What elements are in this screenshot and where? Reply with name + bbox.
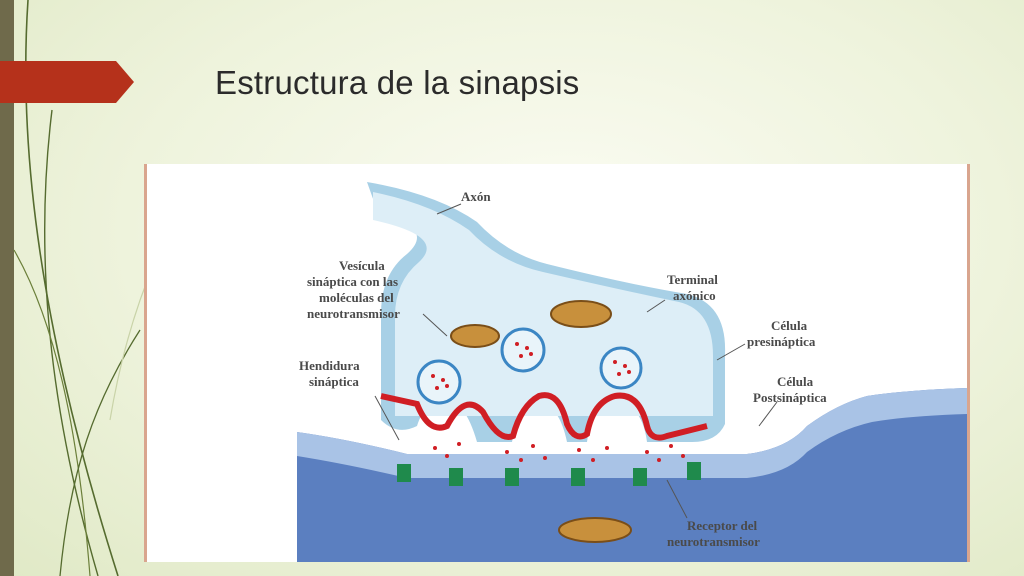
- label-presynaptic-line1: Célula: [771, 318, 808, 333]
- label-receptor-line1: Receptor del: [687, 518, 758, 533]
- released-neurotransmitter: [433, 442, 685, 462]
- label-terminal-line1: Terminal: [667, 272, 718, 287]
- receptors: [397, 462, 701, 486]
- label-vesicle-line1: Vesícula: [339, 258, 385, 273]
- label-vesicle-line2: sináptica con las: [307, 274, 398, 289]
- label-vesicle-line3: moléculas del: [319, 290, 394, 305]
- label-vesicle-line4: neurotransmisor: [307, 306, 400, 321]
- synapse-diagram: Axón Vesícula sináptica con las molécula…: [144, 164, 970, 562]
- slide-title: Estructura de la sinapsis: [215, 64, 580, 101]
- postsynaptic-mitochondrion: [558, 517, 632, 543]
- label-postsynaptic-line2: Postsináptica: [753, 390, 827, 405]
- left-sidebar-bar: [0, 0, 14, 576]
- presynaptic-membrane-active-zone: [380, 392, 708, 441]
- synapse-illustration: Axón Vesícula sináptica con las molécula…: [297, 182, 967, 562]
- label-terminal-line2: axónico: [673, 288, 716, 303]
- mitochondrion-2: [550, 300, 612, 328]
- label-receptor-line2: neurotransmisor: [667, 534, 760, 549]
- synaptic-vesicles: [416, 327, 643, 405]
- leader-lines: [374, 203, 778, 519]
- label-cleft-line2: sináptica: [309, 374, 359, 389]
- title-accent-arrow: [0, 61, 134, 103]
- label-presynaptic-line2: presináptica: [747, 334, 816, 349]
- mitochondrion-1: [450, 324, 500, 348]
- label-axon: Axón: [461, 189, 491, 204]
- label-cleft-line1: Hendidura: [299, 358, 360, 373]
- postsynaptic-membrane: [297, 388, 967, 478]
- label-postsynaptic-line1: Célula: [777, 374, 814, 389]
